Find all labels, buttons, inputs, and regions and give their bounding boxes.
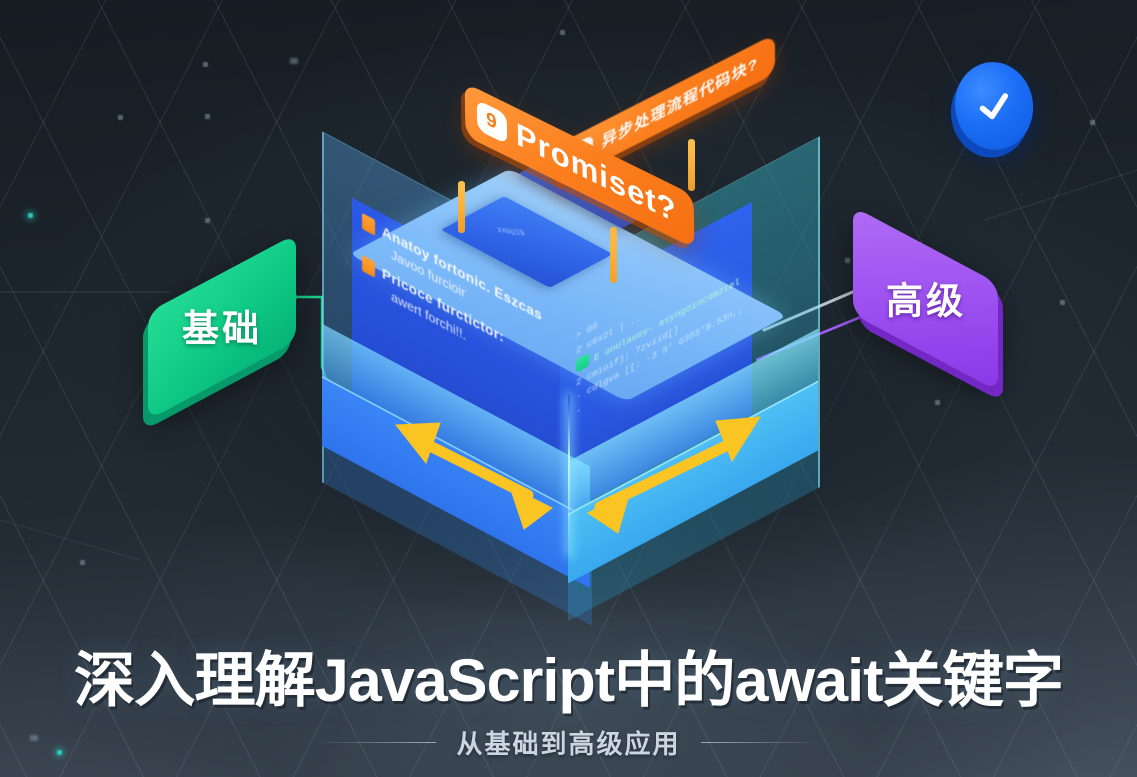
subtitle-row: 从基础到高级应用 <box>0 724 1137 761</box>
title-block: 深入理解JavaScript中的await关键字 从基础到高级应用 <box>0 649 1137 761</box>
sign-block-a-text: zxbjj19 <box>496 225 528 238</box>
grid-node-dot <box>203 62 208 67</box>
badge-basic[interactable]: 基础 <box>148 233 296 421</box>
check-circle-icon[interactable] <box>949 57 1039 155</box>
badge-advanced[interactable]: 高级 <box>853 206 998 392</box>
grid-node-dot <box>80 560 85 565</box>
isometric-cube: zxbjj19 zzjj.2j.1o ✓ 异步处理流程代码块? 9 Promis… <box>300 33 840 626</box>
badge-advanced-label: 高级 <box>885 280 966 321</box>
grid-node-dot <box>1090 120 1095 125</box>
tag-post <box>610 227 617 283</box>
promise-badge-icon: 9 <box>476 99 508 145</box>
divider-left <box>316 742 437 743</box>
grid-node-dot <box>1060 300 1065 305</box>
tag-post <box>688 139 695 191</box>
badge-basic-label: 基础 <box>182 308 262 349</box>
tag-async-label: 异步处理流程代码块? <box>602 54 759 151</box>
tag-post <box>458 181 465 233</box>
grid-node-dot <box>560 30 565 35</box>
cube-front-edge-glow <box>568 395 570 555</box>
grid-node-dot <box>845 258 850 263</box>
grid-node-dot-accent <box>57 750 62 755</box>
page-title: 深入理解JavaScript中的await关键字 <box>74 647 1064 714</box>
grid-node-dot-accent <box>28 213 33 218</box>
grid-node-dot <box>205 218 210 223</box>
check-glyph <box>979 93 1009 120</box>
grid-node-dot <box>290 58 298 64</box>
divider-right <box>700 742 821 743</box>
grid-node-dot <box>118 115 123 120</box>
grid-node-dot <box>935 400 940 405</box>
page-subtitle: 从基础到高级应用 <box>456 729 681 759</box>
grid-node-dot <box>205 114 210 119</box>
grid-node-dot <box>30 735 38 741</box>
